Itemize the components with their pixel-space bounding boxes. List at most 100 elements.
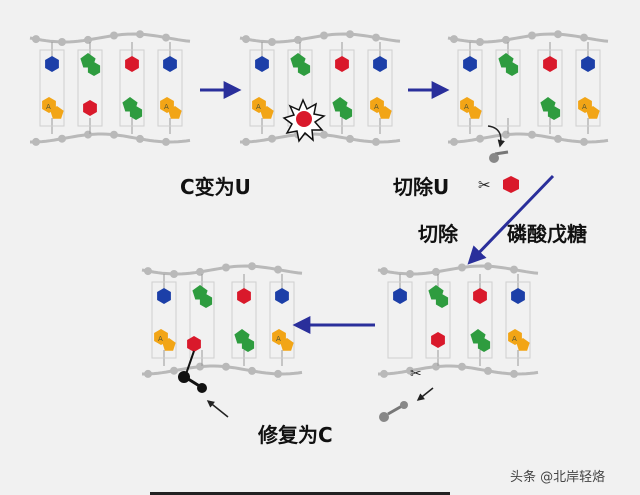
adenine-letter: A [464,103,469,111]
pair-frame [157,49,183,127]
phosphate-node [406,270,414,278]
adenine-letter: A [46,103,51,111]
base-guanine-green-ring [339,106,353,120]
phosphate-node [380,267,388,276]
pair-frame [151,281,177,359]
dna-panel-sugar-removed: A [377,262,539,378]
adenine-letter: A [276,335,281,343]
phosphate-node [320,31,328,40]
label-sugar-phosphate: 磷酸戊糖 [507,222,587,246]
pair-frame [249,49,275,127]
pair-frame [425,281,451,359]
base-adenine-yellow [252,97,266,113]
phosphate-node [248,366,256,375]
base-guanine-green-ring [477,338,491,352]
bottom-border [150,492,450,495]
excision-curve-arrow [487,125,505,148]
base-adenine-yellow [272,329,286,345]
base-adenine-yellow [460,97,474,113]
pair-frame [329,49,355,127]
phosphate-node [554,134,562,143]
phosphate-node [372,137,380,146]
pair-frame [495,49,521,127]
base-guanine-green-ring [199,294,213,308]
phosphate-node [346,134,354,143]
phosphate-node [294,35,302,44]
removed-sugar-node [379,412,389,422]
base-adenine-yellow-ring [168,106,182,119]
phosphate-node [580,33,588,42]
base-red [335,56,349,72]
phosphate-node [510,265,518,274]
phosphate-node [222,362,230,371]
label-excise-u: 切除U [393,175,450,199]
pair-frame [189,281,215,359]
sugar-removal-arrow [416,387,434,401]
label-excise: 切除 [418,222,458,246]
base-cytosine-blue [511,288,525,304]
adenine-letter: A [158,335,163,343]
adenine-letter: A [374,103,379,111]
phosphate-node [274,369,282,378]
base-red [83,100,97,116]
base-adenine-yellow [154,329,168,345]
phosphate-node [222,263,230,272]
base-red [473,288,487,304]
phosphate-node [346,30,354,39]
base-adenine-yellow-ring [50,106,64,119]
phosphate-node [274,265,282,274]
base-cytosine-blue [463,56,477,72]
base-adenine-yellow-ring [516,338,530,351]
phosphate-node [162,137,170,146]
phosphate-node [170,270,178,278]
base-adenine-yellow [370,97,384,113]
phosphate-node [528,31,536,40]
phosphate-node [502,35,510,44]
pair-frame [505,281,531,359]
phosphate-node [162,33,170,42]
phosphate-node [144,267,152,276]
base-cytosine-blue [157,288,171,304]
adenine-letter: A [512,335,517,343]
pair-frame [457,49,483,127]
pair-frame [367,49,393,127]
base-cytosine-blue [163,56,177,72]
phosphate-node [242,137,250,146]
pair-frame [467,281,493,359]
phosphate-node [170,366,178,375]
adenine-letter: A [164,103,169,111]
label-c-to-u: C变为U [180,175,251,199]
base-cytosine-blue [275,288,289,304]
base-cytosine-blue [373,56,387,72]
base-adenine-yellow-ring [280,338,294,351]
phosphate-node [554,30,562,39]
phosphate-node [406,366,414,375]
excised-backbone-node [489,153,499,163]
repair-sugar-node [178,371,190,383]
phosphate-node [450,137,458,146]
base-red [543,56,557,72]
base-adenine-yellow-ring [162,338,176,351]
base-adenine-yellow-ring [468,106,482,119]
base-guanine-green-ring [297,62,311,76]
pair-frame [537,49,563,127]
pair-frame [39,49,65,127]
phosphate-node [580,137,588,146]
phosphate-node [450,35,458,44]
phosphate-node [502,130,510,139]
phosphate-node [510,369,518,378]
adenine-letter: A [256,103,261,111]
phosphate-node [196,362,204,371]
base-guanine-green-ring [435,294,449,308]
base-guanine-green-ring [505,62,519,76]
scissors-icon: ✂ [478,176,491,194]
base-cytosine-blue [45,56,59,72]
phosphate-node [380,369,388,378]
pair-frame [387,281,413,359]
phosphate-node [268,38,276,46]
phosphate-node [32,137,40,146]
excised-backbone-stub [494,150,509,156]
phosphate-node [144,369,152,378]
